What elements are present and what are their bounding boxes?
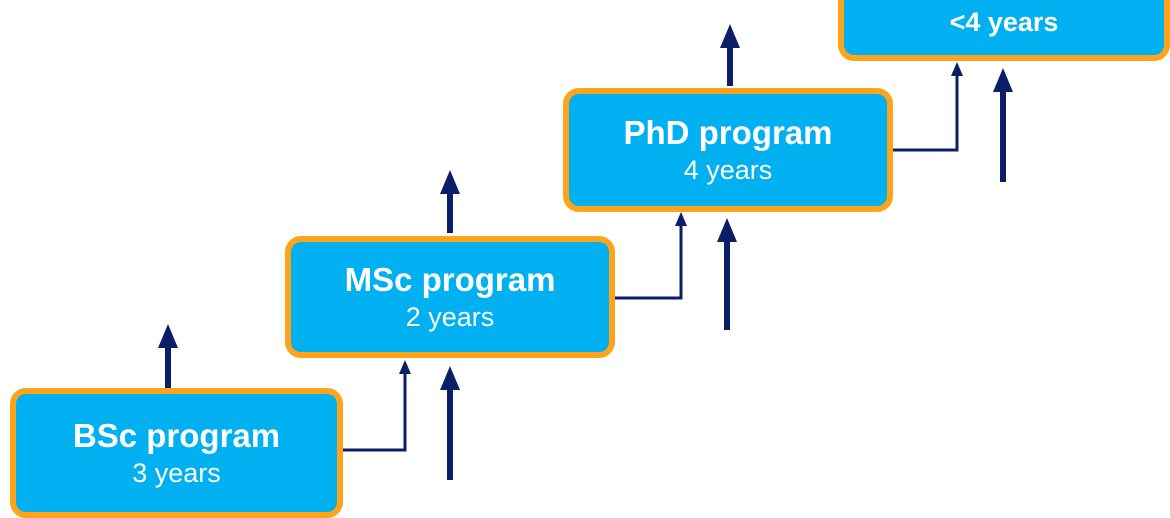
arrow-up-entry-msc-head xyxy=(440,366,460,390)
phd-program-box: PhD program 4 years xyxy=(563,88,893,212)
bsc-program-title: BSc program xyxy=(72,417,281,454)
elbow-connector-msc-phd xyxy=(615,224,683,300)
postdoc-program-box: <4 years xyxy=(838,0,1170,61)
elbow-connector-bsc-msc-head xyxy=(399,360,411,374)
elbow-connector-bsc-msc xyxy=(343,372,407,452)
bsc-program-duration: 3 years xyxy=(132,458,221,488)
elbow-connector-phd-post-head xyxy=(951,62,963,76)
arrow-up-above-msc-head xyxy=(440,170,460,194)
postdoc-program-duration: <4 years xyxy=(949,7,1059,37)
elbow-connector-phd-post xyxy=(893,74,959,152)
msc-program-duration: 2 years xyxy=(405,302,495,332)
phd-program-title: PhD program xyxy=(623,114,833,151)
arrow-up-above-bsc-head xyxy=(158,324,178,348)
arrow-up-entry-phd-head xyxy=(717,218,737,242)
msc-program-title: MSc program xyxy=(344,261,556,298)
elbow-connector-msc-phd-head xyxy=(675,212,687,226)
phd-program-duration: 4 years xyxy=(683,155,773,185)
msc-program-box: MSc program 2 years xyxy=(285,236,615,358)
connector-arrows xyxy=(158,24,1013,480)
arrow-up-above-phd-head xyxy=(720,24,740,48)
arrow-up-entry-post-head xyxy=(993,68,1013,92)
bsc-program-box: BSc program 3 years xyxy=(10,388,343,518)
